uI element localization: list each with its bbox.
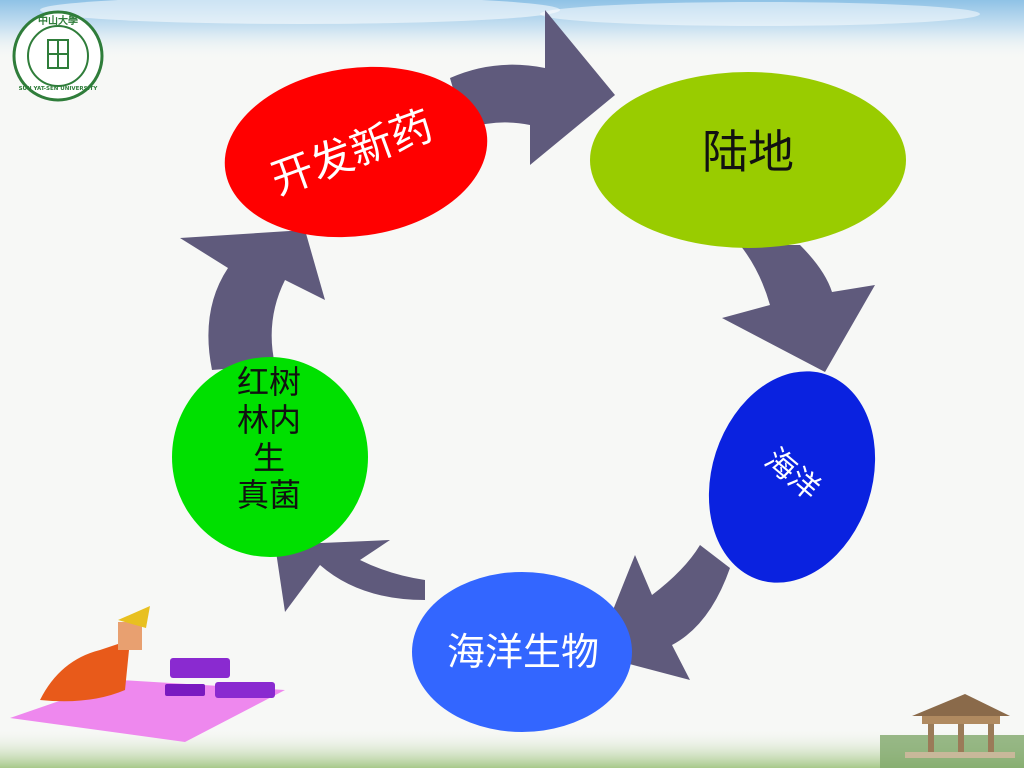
node-mangrove-fungi-shape (172, 357, 368, 557)
reading-person-clipart (10, 606, 285, 742)
pavilion-image (880, 694, 1024, 768)
node-land-shape (590, 72, 906, 248)
node-marine-life-shape (412, 572, 632, 732)
arrow-new-drug-to-land (450, 10, 615, 165)
university-logo: 中山大學 SUN YAT-SEN UNIVERSITY (12, 10, 104, 102)
cloud (540, 2, 980, 26)
node-ocean-shape (708, 371, 876, 583)
arrow-land-to-ocean (722, 245, 875, 372)
logo-name-cn: 中山大學 (38, 16, 78, 27)
node-new-drug-shape (224, 66, 488, 238)
node-mangrove-fungi-label: 红树 林内 生 真菌 (236, 363, 301, 515)
arrow-mangrove-to-new-drug (180, 230, 325, 370)
arrow-marine-life-to-mangrove (275, 540, 425, 612)
logo-name-en: SUN YAT-SEN UNIVERSITY (18, 86, 98, 92)
cloud (40, 0, 560, 24)
university-seal-icon (12, 10, 104, 102)
node-marine-life-label: 海洋生物 (446, 630, 599, 674)
node-land-label: 陆地 (702, 125, 794, 179)
